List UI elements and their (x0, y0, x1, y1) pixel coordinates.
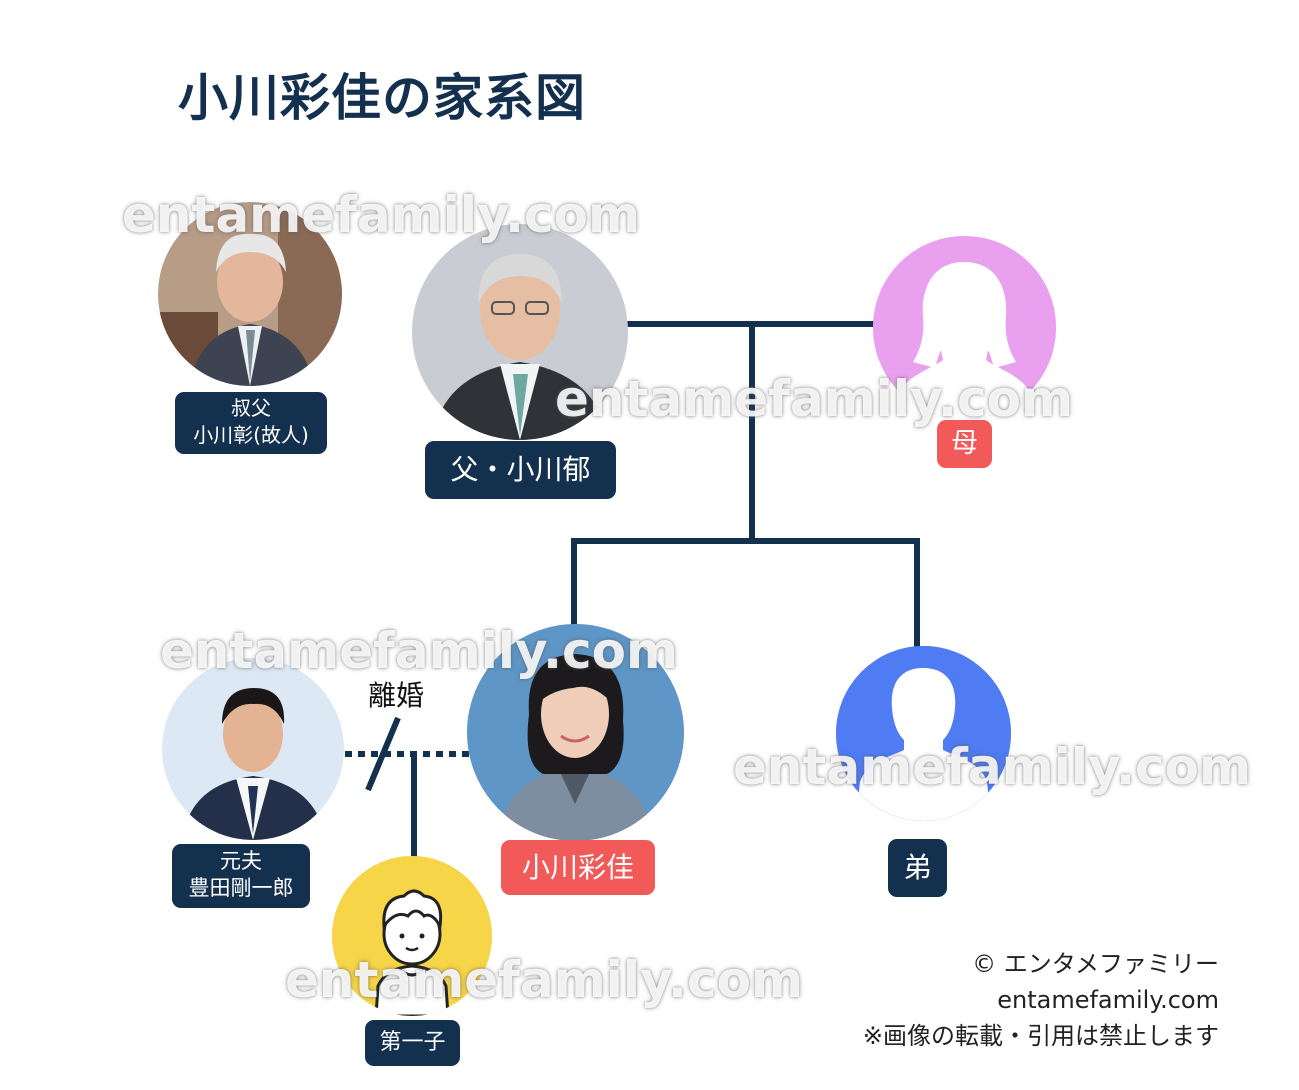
copyright-line-1: © エンタメファミリー (972, 950, 1219, 978)
self-label: 小川彩佳 (501, 840, 655, 895)
uncle-photo (158, 202, 342, 386)
divorce-label: 離婚 (368, 679, 425, 712)
ex-husband-label: 元夫 豊田剛一郎 (172, 844, 310, 908)
brother-avatar (836, 646, 1011, 821)
page-title: 小川彩佳の家系図 (178, 69, 586, 127)
uncle-label: 叔父 小川彰(故人) (175, 392, 327, 454)
uncle-relation: 叔父 (231, 396, 271, 420)
ex-husband-name: 豊田剛一郎 (188, 876, 294, 900)
mother-avatar (873, 236, 1056, 419)
father-photo (412, 224, 628, 440)
ex-husband-relation: 元夫 (220, 849, 262, 873)
child-illustration-icon (332, 856, 492, 1016)
female-silhouette-icon (873, 236, 1056, 419)
uncle-name: 小川彰(故人) (193, 423, 309, 447)
brother-label: 弟 (888, 839, 947, 897)
ex-husband-photo (162, 658, 344, 840)
male-silhouette-icon (836, 646, 1011, 821)
child-label: 第一子 (365, 1020, 460, 1066)
divorce-slash (365, 716, 401, 792)
copyright-notice: © エンタメファミリー entamefamily.com ※画像の転載・引用は禁… (863, 946, 1219, 1054)
self-photo (467, 624, 684, 841)
child-avatar (332, 856, 492, 1016)
copyright-line-2: entamefamily.com (997, 986, 1219, 1014)
mother-label: 母 (937, 420, 992, 468)
copyright-line-3: ※画像の転載・引用は禁止します (862, 1022, 1219, 1050)
father-label: 父・小川郁 (425, 441, 616, 499)
